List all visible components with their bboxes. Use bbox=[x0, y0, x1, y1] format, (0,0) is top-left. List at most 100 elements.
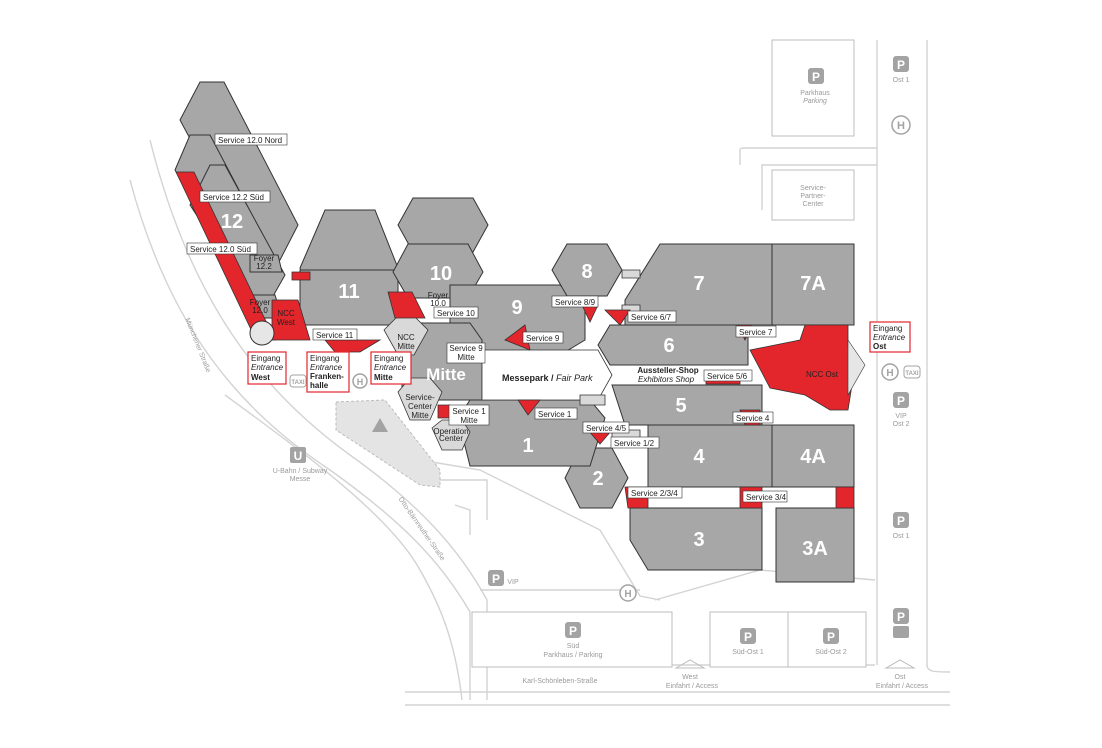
west-access-line1: West bbox=[682, 674, 698, 681]
ost-access-line2: Einfahrt / Access bbox=[876, 683, 929, 690]
aussteller-shop-line1: Aussteller-Shop bbox=[637, 366, 698, 375]
service-7: Service 7 bbox=[739, 328, 773, 337]
service-11: Service 11 bbox=[316, 331, 354, 340]
parking-icon: P bbox=[808, 68, 824, 84]
muenchener-strasse: Münchener Straße bbox=[183, 317, 211, 373]
hall-6 bbox=[597, 324, 749, 366]
service-8-9: Service 8/9 bbox=[555, 298, 596, 307]
service-12-2-sued: Service 12.2 Süd bbox=[203, 193, 264, 202]
foyer-12-0-line2: 12.0 bbox=[252, 306, 268, 315]
entrance-franken-l1: Eingang bbox=[310, 354, 339, 363]
svg-text:U: U bbox=[294, 449, 303, 463]
ncc-mitte-line1: NCC bbox=[397, 333, 415, 342]
service-3-4: Service 3/4 bbox=[746, 493, 787, 502]
foyer-10-0-line2: 10.0 bbox=[430, 299, 446, 308]
sued-line2: Parkhaus / Parking bbox=[543, 652, 602, 659]
vip-ost2-line2: Ost 2 bbox=[893, 421, 910, 428]
entrance-west-l1: Eingang bbox=[251, 354, 280, 363]
hall-5 bbox=[611, 384, 763, 426]
operation-center bbox=[431, 419, 471, 451]
place-labels: Foyer 12.2 Foyer 12.0 Foyer 10.0 NCC Wes… bbox=[250, 254, 839, 443]
hall-4a bbox=[771, 424, 855, 488]
suedost1: Süd-Ost 1 bbox=[732, 649, 764, 656]
service-4-5: Service 4/5 bbox=[586, 424, 627, 433]
entrance-mitte-l3: Mitte bbox=[374, 373, 393, 382]
construction-icon bbox=[372, 418, 388, 432]
operation-center-line1: Operation bbox=[433, 427, 468, 436]
service-1-2: Service 1/2 bbox=[614, 439, 655, 448]
suedost2: Süd-Ost 2 bbox=[815, 649, 847, 656]
hall-7-label: 7 bbox=[693, 273, 704, 295]
entrance-mitte-l2: Entrance bbox=[374, 363, 407, 372]
service-9: Service 9 bbox=[526, 334, 560, 343]
hall-3a-label: 3A bbox=[802, 538, 828, 560]
taxi-icon: TAXI bbox=[903, 365, 921, 379]
svg-text:P: P bbox=[897, 394, 905, 408]
service-1-mitte-line2: Mitte bbox=[460, 416, 478, 425]
svg-text:P: P bbox=[897, 58, 905, 72]
hall-8-label: 8 bbox=[581, 261, 592, 283]
hall-4-label: 4 bbox=[693, 446, 705, 468]
service-1: Service 1 bbox=[538, 410, 572, 419]
partner-line1: Service- bbox=[800, 185, 826, 192]
foyer-12-2-line1: Foyer bbox=[254, 254, 275, 263]
vip-label: VIP bbox=[507, 579, 519, 586]
parkhaus-line1: Parkhaus bbox=[800, 90, 830, 97]
hall-3a bbox=[775, 507, 855, 583]
service-12-0-sued: Service 12.0 Süd bbox=[190, 245, 251, 254]
foyer-12-2 bbox=[249, 254, 283, 273]
ncc-mitte-line2: Mitte bbox=[397, 342, 415, 351]
u-bahn-icon: U bbox=[290, 447, 306, 463]
svg-text:H: H bbox=[886, 368, 893, 379]
entrance-ost-l3: Ost bbox=[873, 342, 887, 351]
ncc-west-line1: NCC bbox=[277, 309, 295, 318]
ost1-top: Ost 1 bbox=[893, 77, 910, 84]
entrance-west-l2: Entrance bbox=[251, 363, 284, 372]
svg-text:P: P bbox=[492, 572, 500, 586]
svg-text:P: P bbox=[812, 70, 820, 84]
hall-7a bbox=[771, 243, 855, 326]
service-center-line3: Mitte bbox=[411, 411, 429, 420]
parkhaus-line2: Parking bbox=[803, 98, 827, 105]
vip-ost2-line1: VIP bbox=[895, 413, 907, 420]
hall-5-label: 5 bbox=[675, 395, 686, 417]
h-icon: H bbox=[891, 115, 911, 135]
taxi-icon: TAXI bbox=[289, 374, 307, 388]
hall-3-label: 3 bbox=[693, 529, 704, 551]
svg-text:P: P bbox=[569, 624, 577, 638]
halls bbox=[174, 81, 855, 583]
service-4: Service 4 bbox=[736, 414, 770, 423]
service-9-mitte-line2: Mitte bbox=[457, 353, 475, 362]
hall-11-label: 11 bbox=[338, 281, 359, 303]
surrounding-buildings bbox=[335, 39, 867, 668]
aussteller-shop-line2: Exhibitors Shop bbox=[638, 375, 695, 384]
parking-icon: P bbox=[893, 56, 909, 72]
entrance-ost-l2: Entrance bbox=[873, 333, 906, 342]
foyer-10-0-line1: Foyer bbox=[428, 291, 449, 300]
bus-icon bbox=[893, 626, 909, 638]
hall-12-label: 12 bbox=[221, 211, 243, 233]
parking-icon: P bbox=[565, 622, 581, 638]
svg-text:TAXI: TAXI bbox=[291, 380, 305, 386]
svg-text:TAXI: TAXI bbox=[905, 371, 919, 377]
karl-schoenleben-strasse: Karl-Schönleben-Straße bbox=[522, 678, 597, 685]
service-6-7: Service 6/7 bbox=[631, 313, 672, 322]
svg-text:P: P bbox=[744, 630, 752, 644]
hall-11-body bbox=[299, 269, 399, 326]
svg-text:P: P bbox=[897, 610, 905, 624]
hall-4a-label: 4A bbox=[800, 446, 826, 468]
svg-text:H: H bbox=[897, 120, 905, 132]
svg-text:H: H bbox=[624, 589, 631, 600]
entrance-franken-l3: Franken- bbox=[310, 372, 344, 381]
service-zones bbox=[175, 171, 866, 509]
ubahn-line2: Messe bbox=[290, 476, 311, 483]
svg-text:H: H bbox=[357, 377, 364, 387]
foyer-12-2-line2: 12.2 bbox=[256, 262, 272, 271]
entrance-franken-l4: halle bbox=[310, 381, 329, 390]
partner-line2: Partner- bbox=[800, 193, 826, 200]
ubahn-line1: U-Bahn / Subway bbox=[273, 468, 328, 475]
ost-access-line1: Ost bbox=[895, 674, 906, 681]
parking-icon: P bbox=[893, 512, 909, 528]
h-icon: H bbox=[352, 373, 368, 389]
icons: P P P P P P P P P H H H H TAXI TAXI U bbox=[289, 56, 921, 644]
